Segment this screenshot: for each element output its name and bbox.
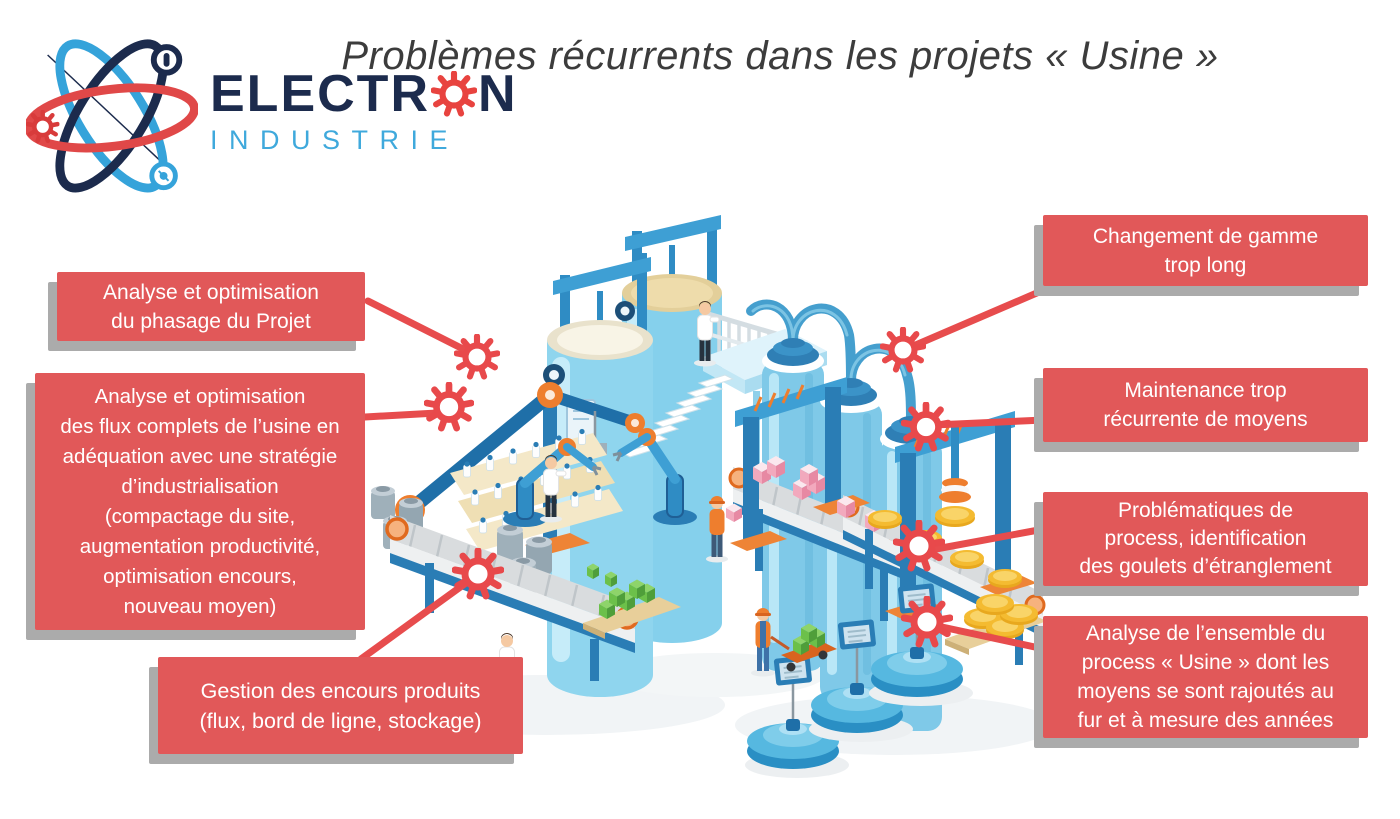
brand-name-part2: N [478,65,518,123]
atom-orbits-icon [26,39,198,193]
callout-gamme: Changement de gamme trop long [1043,215,1368,286]
callout-phasage: Analyse et optimisation du phasage du Pr… [57,272,365,341]
electron-industrie-logo: ELECTR N INDUSTRIE [26,26,518,198]
callout-maintenance: Maintenance trop récurrente de moyens [1043,368,1368,442]
worker-with-cart [751,608,837,677]
logo-node-bottom-icon [149,161,178,191]
brand-name-part1: ELECTR [210,65,430,123]
worker-at-panel [540,455,567,523]
logo-node-top-icon [150,44,183,76]
brand-gear-o-icon [431,71,477,117]
callout-goulets: Problématiques de process, identificatio… [1043,492,1368,586]
brand-name: ELECTR N [210,68,518,120]
callout-flux: Analyse et optimisation des flux complet… [35,373,365,630]
worker-on-platform [694,301,720,367]
pressed-cheese-wheel [935,506,975,527]
page-title: Problèmes récurrents dans les projets « … [341,34,1219,78]
brand-subtitle: INDUSTRIE [210,125,460,155]
callout-encours: Gestion des encours produits (flux, bord… [158,657,523,754]
factory-illustration [365,215,1055,778]
cheese-press-machines [745,583,973,778]
callout-ensemble: Analyse de l’ensemble du process « Usine… [1043,616,1368,738]
green-cartons [583,563,681,639]
worker-carrying-box [706,496,742,563]
robot-arm-right [612,428,697,525]
